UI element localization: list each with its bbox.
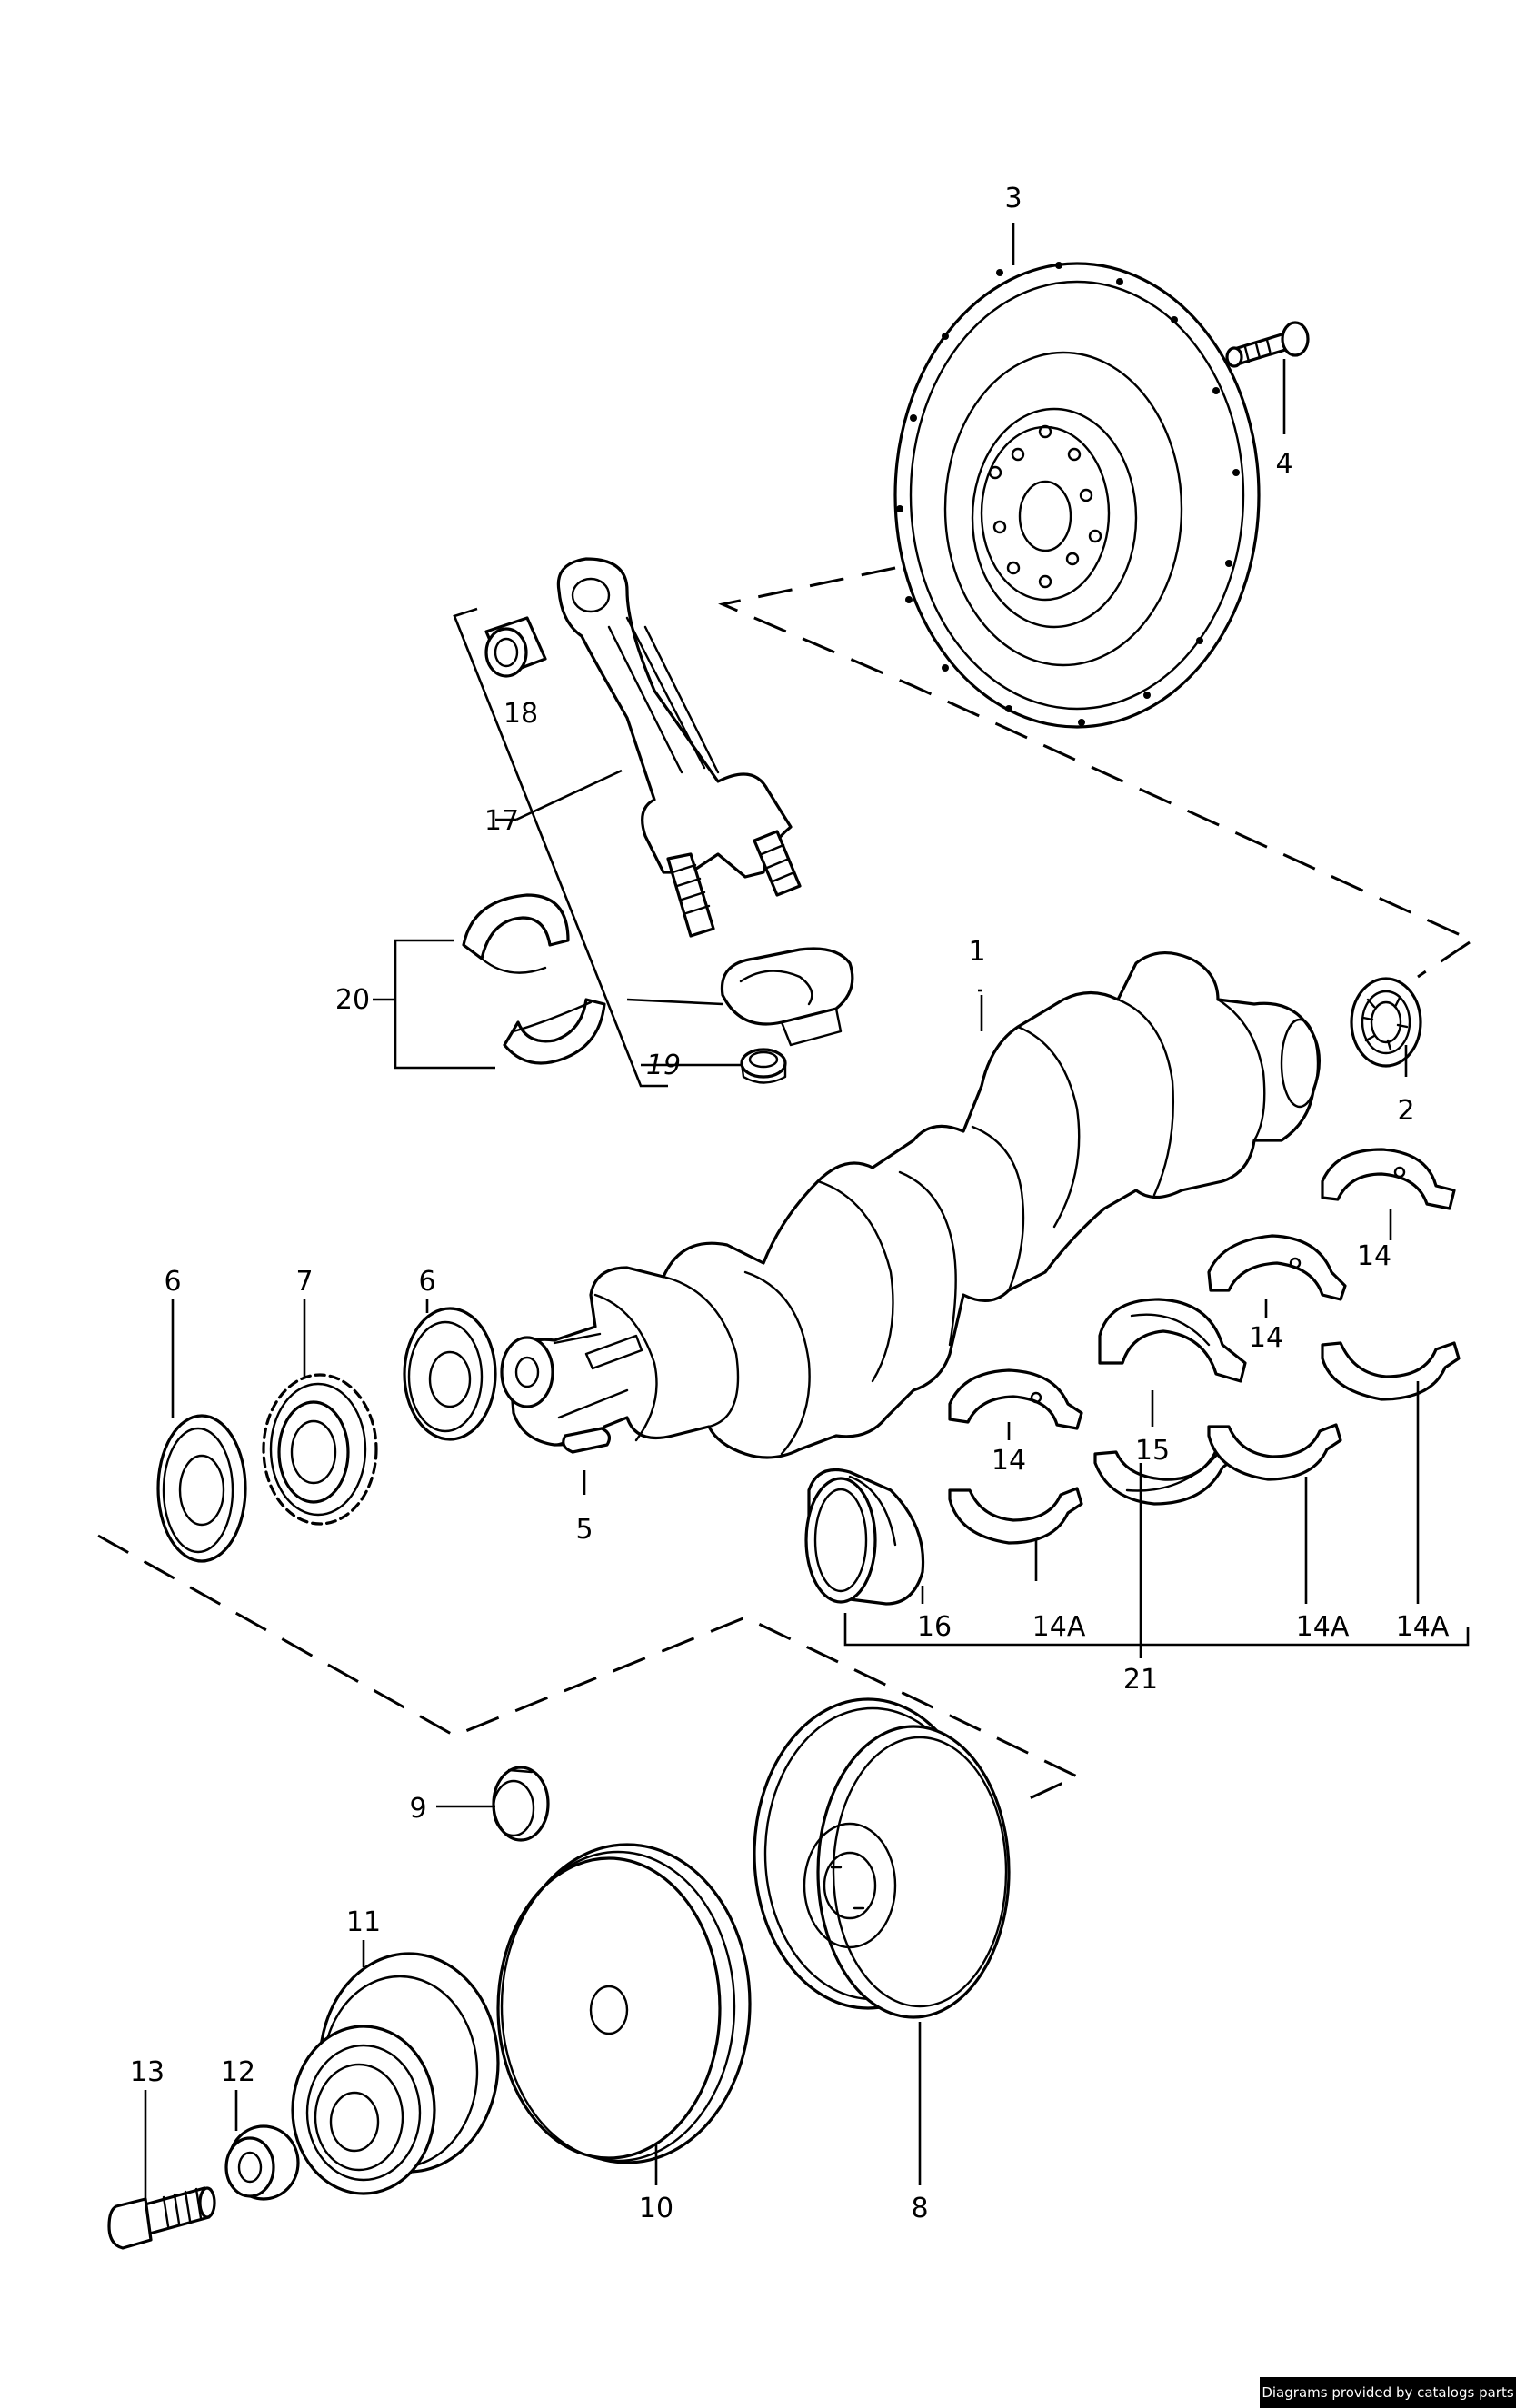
connecting-rod-bearing-shell-lower[interactable] xyxy=(503,998,606,1065)
pulley-hub[interactable] xyxy=(291,1952,500,2195)
label-14-low: 14 xyxy=(992,1445,1026,1477)
vibration-damper[interactable] xyxy=(753,1697,1011,2019)
label-8: 8 xyxy=(911,2193,928,2224)
label-18: 18 xyxy=(504,698,538,730)
woodruff-key[interactable] xyxy=(562,1427,612,1454)
main-bearing-shell-14A-right[interactable] xyxy=(1321,1341,1461,1401)
connecting-rod[interactable] xyxy=(556,557,802,938)
timing-gear[interactable] xyxy=(262,1373,378,1526)
bracket-21 xyxy=(843,1613,1470,1647)
small-end-bushing[interactable] xyxy=(484,616,547,678)
connecting-rod-cap[interactable] xyxy=(720,947,854,1047)
label-14A-left: 14A xyxy=(1032,1611,1086,1643)
pulley-bolt[interactable] xyxy=(107,2186,216,2250)
spacer-ring[interactable] xyxy=(492,1766,550,1842)
label-14-mid: 14 xyxy=(1249,1322,1283,1354)
label-4: 4 xyxy=(1275,448,1292,480)
label-20: 20 xyxy=(335,984,370,1016)
label-19: 19 xyxy=(646,1050,681,1081)
thrust-washer-left[interactable] xyxy=(156,1414,247,1563)
label-7: 7 xyxy=(295,1266,313,1298)
bracket-20 xyxy=(394,939,495,1070)
label-17: 17 xyxy=(484,805,519,837)
connecting-rod-group-bracket xyxy=(453,607,668,1088)
connecting-rod-bearing-shell-upper[interactable] xyxy=(462,893,570,974)
main-bearing-shell-14A-left[interactable] xyxy=(948,1487,1083,1545)
pulley-group-dashed-outline xyxy=(97,1534,1081,1806)
credit-banner: Diagrams provided by catalogs parts xyxy=(1260,2377,1516,2408)
label-3: 3 xyxy=(1004,183,1022,214)
label-14-top: 14 xyxy=(1357,1240,1391,1272)
label-1: 1 xyxy=(968,936,985,968)
crankshaft-pulley[interactable] xyxy=(496,1843,752,2164)
label-16: 16 xyxy=(917,1611,952,1643)
label-21: 21 xyxy=(1123,1664,1158,1696)
label-15: 15 xyxy=(1135,1435,1170,1467)
main-bearing-shell-14-top-right[interactable] xyxy=(1321,1148,1456,1210)
crankshaft-oil-seal[interactable] xyxy=(804,1468,925,1606)
flywheel[interactable] xyxy=(893,262,1261,729)
label-5: 5 xyxy=(575,1514,593,1546)
pilot-needle-bearing[interactable] xyxy=(1350,977,1422,1068)
label-10: 10 xyxy=(639,2193,673,2224)
label-6-left: 6 xyxy=(164,1266,181,1298)
pulley-washer[interactable] xyxy=(224,2124,300,2201)
label-14A-right: 14A xyxy=(1396,1611,1450,1643)
key-hint-line xyxy=(557,1388,629,1419)
label-13: 13 xyxy=(130,2056,165,2088)
label-12: 12 xyxy=(221,2056,255,2088)
label-11: 11 xyxy=(346,1906,381,1938)
label-2: 2 xyxy=(1397,1095,1414,1127)
connecting-rod-nut[interactable] xyxy=(740,1048,787,1084)
label-6-right: 6 xyxy=(418,1266,435,1298)
label-14A-mid: 14A xyxy=(1296,1611,1350,1643)
flywheel-group-dashed-outline xyxy=(718,566,1476,979)
main-bearing-shell-14-lower[interactable] xyxy=(948,1368,1083,1430)
crankshaft[interactable] xyxy=(500,950,1322,1459)
thrust-bearing-shell-15[interactable] xyxy=(1093,1298,1247,1506)
flywheel-bolt[interactable] xyxy=(1225,321,1310,368)
callout-labels: 1 2 3 4 5 6 6 7 8 9 10 11 12 13 14 14 14… xyxy=(130,183,1450,2224)
leader-17 xyxy=(515,769,623,821)
thrust-washer-right[interactable] xyxy=(403,1307,497,1441)
main-bearing-shell-14-mid[interactable] xyxy=(1207,1234,1347,1301)
label-9: 9 xyxy=(409,1793,426,1825)
leader-20-cap xyxy=(626,998,723,1006)
leader-lines xyxy=(144,223,1420,2201)
main-bearing-shell-14A-mid[interactable] xyxy=(1207,1423,1342,1481)
